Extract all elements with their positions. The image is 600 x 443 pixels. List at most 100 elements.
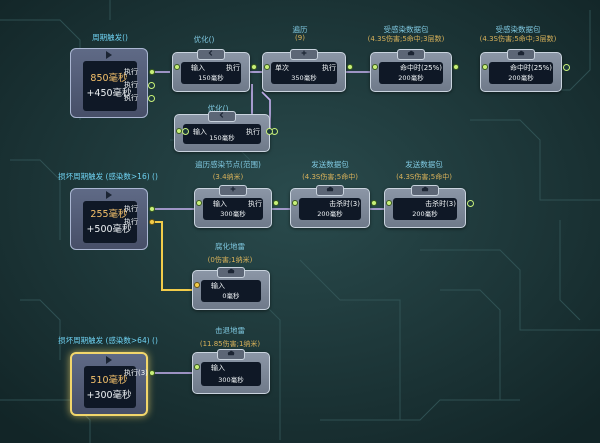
output-port-label: 执行: [226, 64, 240, 72]
node-title: 腐化地雷: [215, 242, 245, 251]
input-port[interactable]: [196, 200, 202, 206]
trigger-screen: [83, 201, 137, 243]
input-port-label: 输入: [211, 364, 225, 372]
input-port[interactable]: [194, 364, 200, 370]
output-port-empty[interactable]: [148, 95, 155, 102]
input-port[interactable]: [386, 200, 392, 206]
output-port-label: 执行: [124, 94, 138, 102]
cloud-icon: [326, 186, 334, 192]
output-port[interactable]: [149, 69, 155, 75]
input-port[interactable]: [292, 200, 298, 206]
output-port-label: 执行: [246, 128, 260, 136]
input-port-label: 单次: [275, 64, 289, 72]
output-port[interactable]: [371, 200, 377, 206]
input-port[interactable]: [482, 64, 488, 70]
function-node[interactable]: 350毫秒单次 执行: [262, 49, 346, 92]
node-params: (4.3S伤害;5命中): [302, 173, 358, 181]
node-title: 优化(): [207, 104, 229, 113]
function-node[interactable]: 150毫秒输入 执行: [174, 111, 270, 152]
output-port[interactable]: [149, 219, 155, 225]
output-port-label: 执行: [322, 64, 336, 72]
input-port[interactable]: [372, 64, 378, 70]
node-screen: [203, 198, 263, 220]
trigger-node[interactable]: 510毫秒 +300毫秒: [70, 352, 148, 416]
function-node[interactable]: 0毫秒 输入: [192, 267, 270, 310]
output-port-empty[interactable]: [266, 128, 273, 135]
node-params: (3.4纳米): [212, 173, 244, 181]
output-port[interactable]: [563, 64, 570, 71]
cloud-icon: [517, 50, 525, 56]
trigger-title: 损坏周期触发 (感染数>16) (): [58, 172, 158, 181]
trigger-period: 510毫秒: [90, 375, 128, 386]
node-cost: 200毫秒: [317, 210, 343, 218]
trigger-variance: +500毫秒: [86, 224, 132, 235]
output-port[interactable]: [149, 206, 155, 212]
output-port-label: 击杀时(3): [329, 200, 360, 208]
plus-icon: [301, 50, 307, 56]
node-cost: 0毫秒: [222, 292, 240, 300]
output-port-label: 执行: [124, 218, 138, 226]
node-params: (4.3S伤害;5命中;3层数): [479, 35, 557, 43]
output-port-label: 命中时(25%): [399, 64, 442, 72]
play-icon: [106, 356, 112, 364]
node-screen: [379, 62, 443, 84]
function-node[interactable]: 200毫秒命中时(25%): [370, 49, 452, 92]
output-port[interactable]: [273, 200, 279, 206]
node-screen: [181, 62, 241, 84]
plus-icon: [230, 186, 236, 192]
node-title: 优化(): [193, 35, 215, 44]
node-cost: 200毫秒: [508, 74, 534, 82]
node-screen: [271, 62, 337, 84]
node-params: (11.85伤害;1纳米): [199, 340, 261, 348]
trigger-variance: +450毫秒: [86, 88, 132, 99]
output-port[interactable]: [251, 64, 257, 70]
function-node[interactable]: 200毫秒 击杀时(3): [290, 185, 370, 228]
node-cost: 300毫秒: [218, 376, 244, 384]
node-screen: [201, 362, 261, 386]
output-port-label: 执行: [124, 68, 138, 76]
trigger-period: 255毫秒: [90, 209, 128, 220]
chevron-icon: [219, 112, 224, 118]
function-node[interactable]: 200毫秒击杀时(3): [384, 185, 466, 228]
function-node[interactable]: 300毫秒 输入: [192, 349, 270, 394]
input-port[interactable]: [174, 64, 180, 70]
node-params: (9): [295, 34, 305, 42]
node-cost: 350毫秒: [291, 74, 317, 82]
node-cost: 150毫秒: [209, 134, 235, 142]
trigger-node[interactable]: 850毫秒+450毫秒: [70, 48, 148, 118]
function-node[interactable]: 200毫秒命中时(25%): [480, 49, 562, 92]
node-title: 发送数据包: [311, 160, 349, 169]
function-node[interactable]: 300毫秒 输入 执行: [194, 185, 272, 228]
node-title: 遍历感染节点(范围): [195, 160, 261, 169]
play-icon: [106, 191, 112, 199]
output-port-label: 击杀时(3): [425, 200, 456, 208]
node-title: 发送数据包: [405, 160, 443, 169]
output-port[interactable]: [453, 64, 459, 70]
node-cost: 300毫秒: [220, 210, 246, 218]
function-node[interactable]: 150毫秒输入执行: [172, 49, 250, 92]
node-screen: [201, 280, 261, 302]
input-port-label: 输入: [193, 128, 207, 136]
cloud-icon: [407, 50, 415, 56]
output-port-empty[interactable]: [148, 82, 155, 89]
node-params: (4.3S伤害;5命中): [396, 173, 452, 181]
output-port[interactable]: [347, 64, 353, 70]
input-port-label: 输入: [211, 282, 225, 290]
node-screen: [183, 124, 261, 144]
trigger-title: 损坏周期触发 (感染数>64) (): [58, 336, 158, 345]
trigger-screen: [83, 61, 137, 111]
input-port[interactable]: [176, 128, 182, 134]
cloud-icon: [421, 186, 429, 192]
trigger-node[interactable]: 255毫秒 +500毫秒: [70, 188, 148, 250]
output-port[interactable]: [149, 370, 155, 376]
input-port[interactable]: [194, 282, 200, 288]
output-port-label: 执行: [248, 200, 262, 208]
input-port-label: 输入: [213, 200, 227, 208]
trigger-variance: +300毫秒: [86, 390, 132, 401]
output-port-empty[interactable]: [182, 128, 189, 135]
input-port[interactable]: [264, 64, 270, 70]
output-port[interactable]: [467, 200, 474, 207]
play-icon: [106, 51, 112, 59]
node-screen: [299, 198, 361, 220]
